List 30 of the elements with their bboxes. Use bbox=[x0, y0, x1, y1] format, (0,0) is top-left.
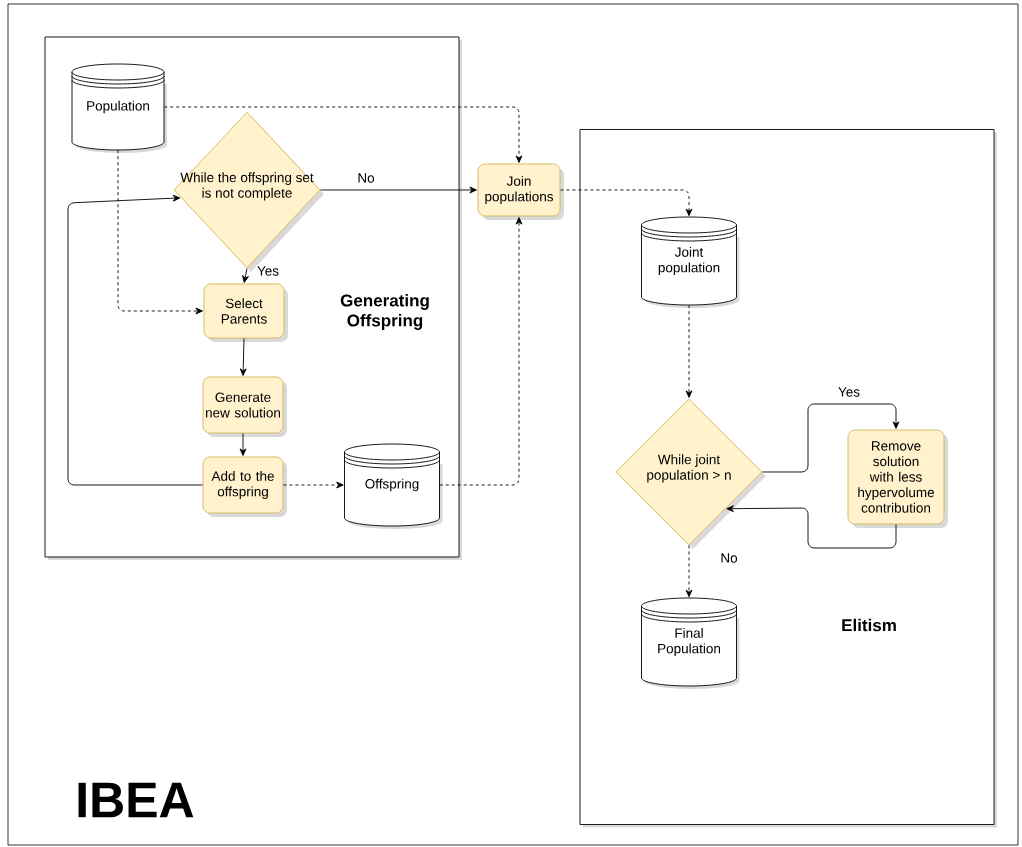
arrow bbox=[239, 338, 247, 376]
arrow bbox=[560, 189, 693, 217]
arrow bbox=[439, 217, 523, 486]
database-cylinder: Population bbox=[71, 63, 167, 153]
edge-label: No bbox=[356, 172, 376, 184]
edge-label: No bbox=[719, 552, 739, 564]
process-box: Join populations bbox=[477, 163, 564, 220]
arrow bbox=[762, 403, 900, 473]
process-box: Remove solution with less hypervolume contribution bbox=[847, 429, 948, 528]
database-cylinder: Final Population bbox=[641, 597, 740, 689]
arrow bbox=[242, 268, 249, 283]
database-cylinder: Joint population bbox=[641, 216, 740, 308]
process-box: Add to the offspring bbox=[202, 456, 287, 517]
arrow bbox=[320, 186, 477, 194]
arrow bbox=[67, 194, 203, 486]
arrow bbox=[726, 505, 897, 549]
arrow bbox=[117, 149, 203, 315]
arrow bbox=[283, 481, 344, 489]
process-box: Select Parents bbox=[203, 283, 288, 342]
arrow bbox=[239, 433, 247, 456]
edge-label: Yes bbox=[837, 386, 861, 398]
arrow bbox=[685, 304, 693, 398]
process-box: Generate new solution bbox=[202, 376, 287, 437]
arrow bbox=[685, 545, 693, 598]
panel-heading: Elitism bbox=[842, 618, 896, 632]
database-cylinder: Offspring bbox=[344, 443, 443, 529]
edge-label: Yes bbox=[256, 265, 280, 277]
arrow bbox=[163, 106, 523, 163]
diagram-title: IBEA bbox=[78, 782, 194, 818]
panel-heading: Generating Offspring bbox=[340, 294, 429, 330]
